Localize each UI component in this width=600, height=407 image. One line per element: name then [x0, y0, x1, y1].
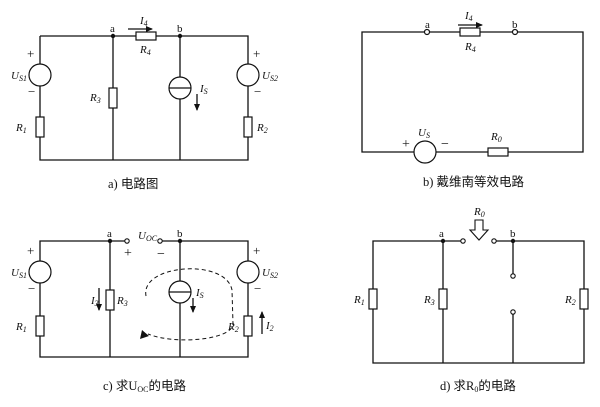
label-node-a: a	[110, 23, 115, 35]
resistor-r3-c	[105, 289, 115, 311]
label-r3: R3	[89, 92, 101, 105]
terminal-a	[423, 28, 431, 36]
label-r3-c: R3	[116, 295, 128, 308]
panel-c-uoc: a b UOC + − + − US1 R1 I3 R3 IS + − US2 …	[11, 228, 278, 394]
us-minus: −	[441, 137, 449, 152]
label-r1-d: R1	[353, 294, 365, 307]
open-source-bottom	[510, 309, 516, 315]
us1-minus: −	[28, 84, 35, 99]
resistor-r4	[135, 31, 157, 41]
open-source-top	[510, 273, 516, 279]
label-i2: I2	[265, 320, 274, 333]
resistor-r3-d	[438, 288, 448, 310]
label-node-b-d: b	[510, 228, 516, 240]
label-r2-d: R2	[564, 294, 576, 307]
label-us1: US1	[11, 70, 27, 83]
us2-minus: −	[254, 84, 261, 99]
label-i3: I3	[90, 295, 99, 308]
caption-b: b) 戴维南等效电路	[423, 174, 525, 189]
voltage-source-us2-c	[236, 260, 260, 284]
label-is-c: IS	[195, 287, 204, 300]
uoc-minus: −	[157, 247, 165, 262]
loop-path	[145, 268, 234, 341]
open-terminal-left	[124, 238, 130, 244]
panel-d-r0: R0 a b R1 R3 R2 d) 求R0的电路	[353, 206, 589, 394]
voltage-source-us1	[28, 63, 52, 87]
resistor-r1-c	[35, 315, 45, 337]
node-b-dot	[177, 33, 183, 39]
label-r2-c: R2	[227, 321, 239, 334]
caption-a: a) 电路图	[108, 176, 158, 191]
label-node-b-c: b	[177, 228, 183, 240]
terminal-b	[511, 28, 519, 36]
resistor-r2-d	[579, 288, 589, 310]
label-r0: R0	[490, 131, 502, 144]
label-r1: R1	[15, 122, 27, 135]
label-i4: I4	[139, 15, 148, 28]
terminal-a-d	[460, 238, 466, 244]
us2-plus: +	[253, 46, 260, 61]
label-r4: R4	[139, 44, 151, 57]
node-b-dot-c	[177, 238, 183, 244]
us-plus: +	[402, 137, 410, 152]
label-node-a-d: a	[439, 228, 444, 240]
label-us2: US2	[262, 70, 278, 83]
label-us2-c: US2	[262, 267, 278, 280]
us2-minus-c: −	[254, 281, 261, 296]
node-a-dot-c	[107, 238, 113, 244]
terminal-b-d	[491, 238, 497, 244]
voltage-source-us1-c	[28, 260, 52, 284]
label-node-a-b: a	[425, 19, 430, 31]
caption-d: d) 求R0的电路	[440, 378, 516, 394]
label-i4-b: I4	[464, 10, 473, 23]
voltage-source-us	[413, 140, 437, 164]
resistor-r2	[243, 116, 253, 138]
resistor-r0	[487, 147, 509, 157]
label-us1-c: US1	[11, 267, 27, 280]
label-node-b: b	[177, 23, 183, 35]
panel-b-thevenin: a b I4 R4 + − US R0 b) 戴维南等效电路	[361, 10, 584, 189]
voltage-source-us2	[236, 63, 260, 87]
node-a-dot-d	[440, 238, 446, 244]
label-is: IS	[199, 83, 208, 96]
us1-plus-c: +	[27, 243, 34, 258]
open-terminal-right	[157, 238, 163, 244]
label-node-b-b: b	[512, 19, 518, 31]
us2-plus-c: +	[253, 243, 260, 258]
loop-arrowhead	[140, 330, 149, 339]
label-r0-d: R0	[473, 206, 485, 219]
label-uoc: UOC	[138, 230, 158, 243]
label-us: US	[418, 127, 430, 140]
node-b-dot-d	[510, 238, 516, 244]
uoc-plus: +	[124, 246, 132, 261]
label-r4-b: R4	[464, 41, 476, 54]
caption-c: c) 求UOC的电路	[103, 378, 187, 394]
label-r2: R2	[256, 122, 268, 135]
resistor-r4-b	[459, 27, 481, 37]
resistor-r2-c	[243, 315, 253, 337]
panel-a-circuit: a b I4 R4 + − US1 R1 R3 IS + − US2 R2 a)…	[11, 15, 278, 191]
arrow-down-icon	[468, 219, 490, 241]
us1-minus-c: −	[28, 281, 35, 296]
resistor-r3	[108, 87, 118, 109]
label-node-a-c: a	[107, 228, 112, 240]
label-r1-c: R1	[15, 321, 27, 334]
label-r3-d: R3	[423, 294, 435, 307]
us1-plus: +	[27, 46, 34, 61]
resistor-r1-d	[368, 288, 378, 310]
resistor-r1	[35, 116, 45, 138]
node-a-dot	[110, 33, 116, 39]
